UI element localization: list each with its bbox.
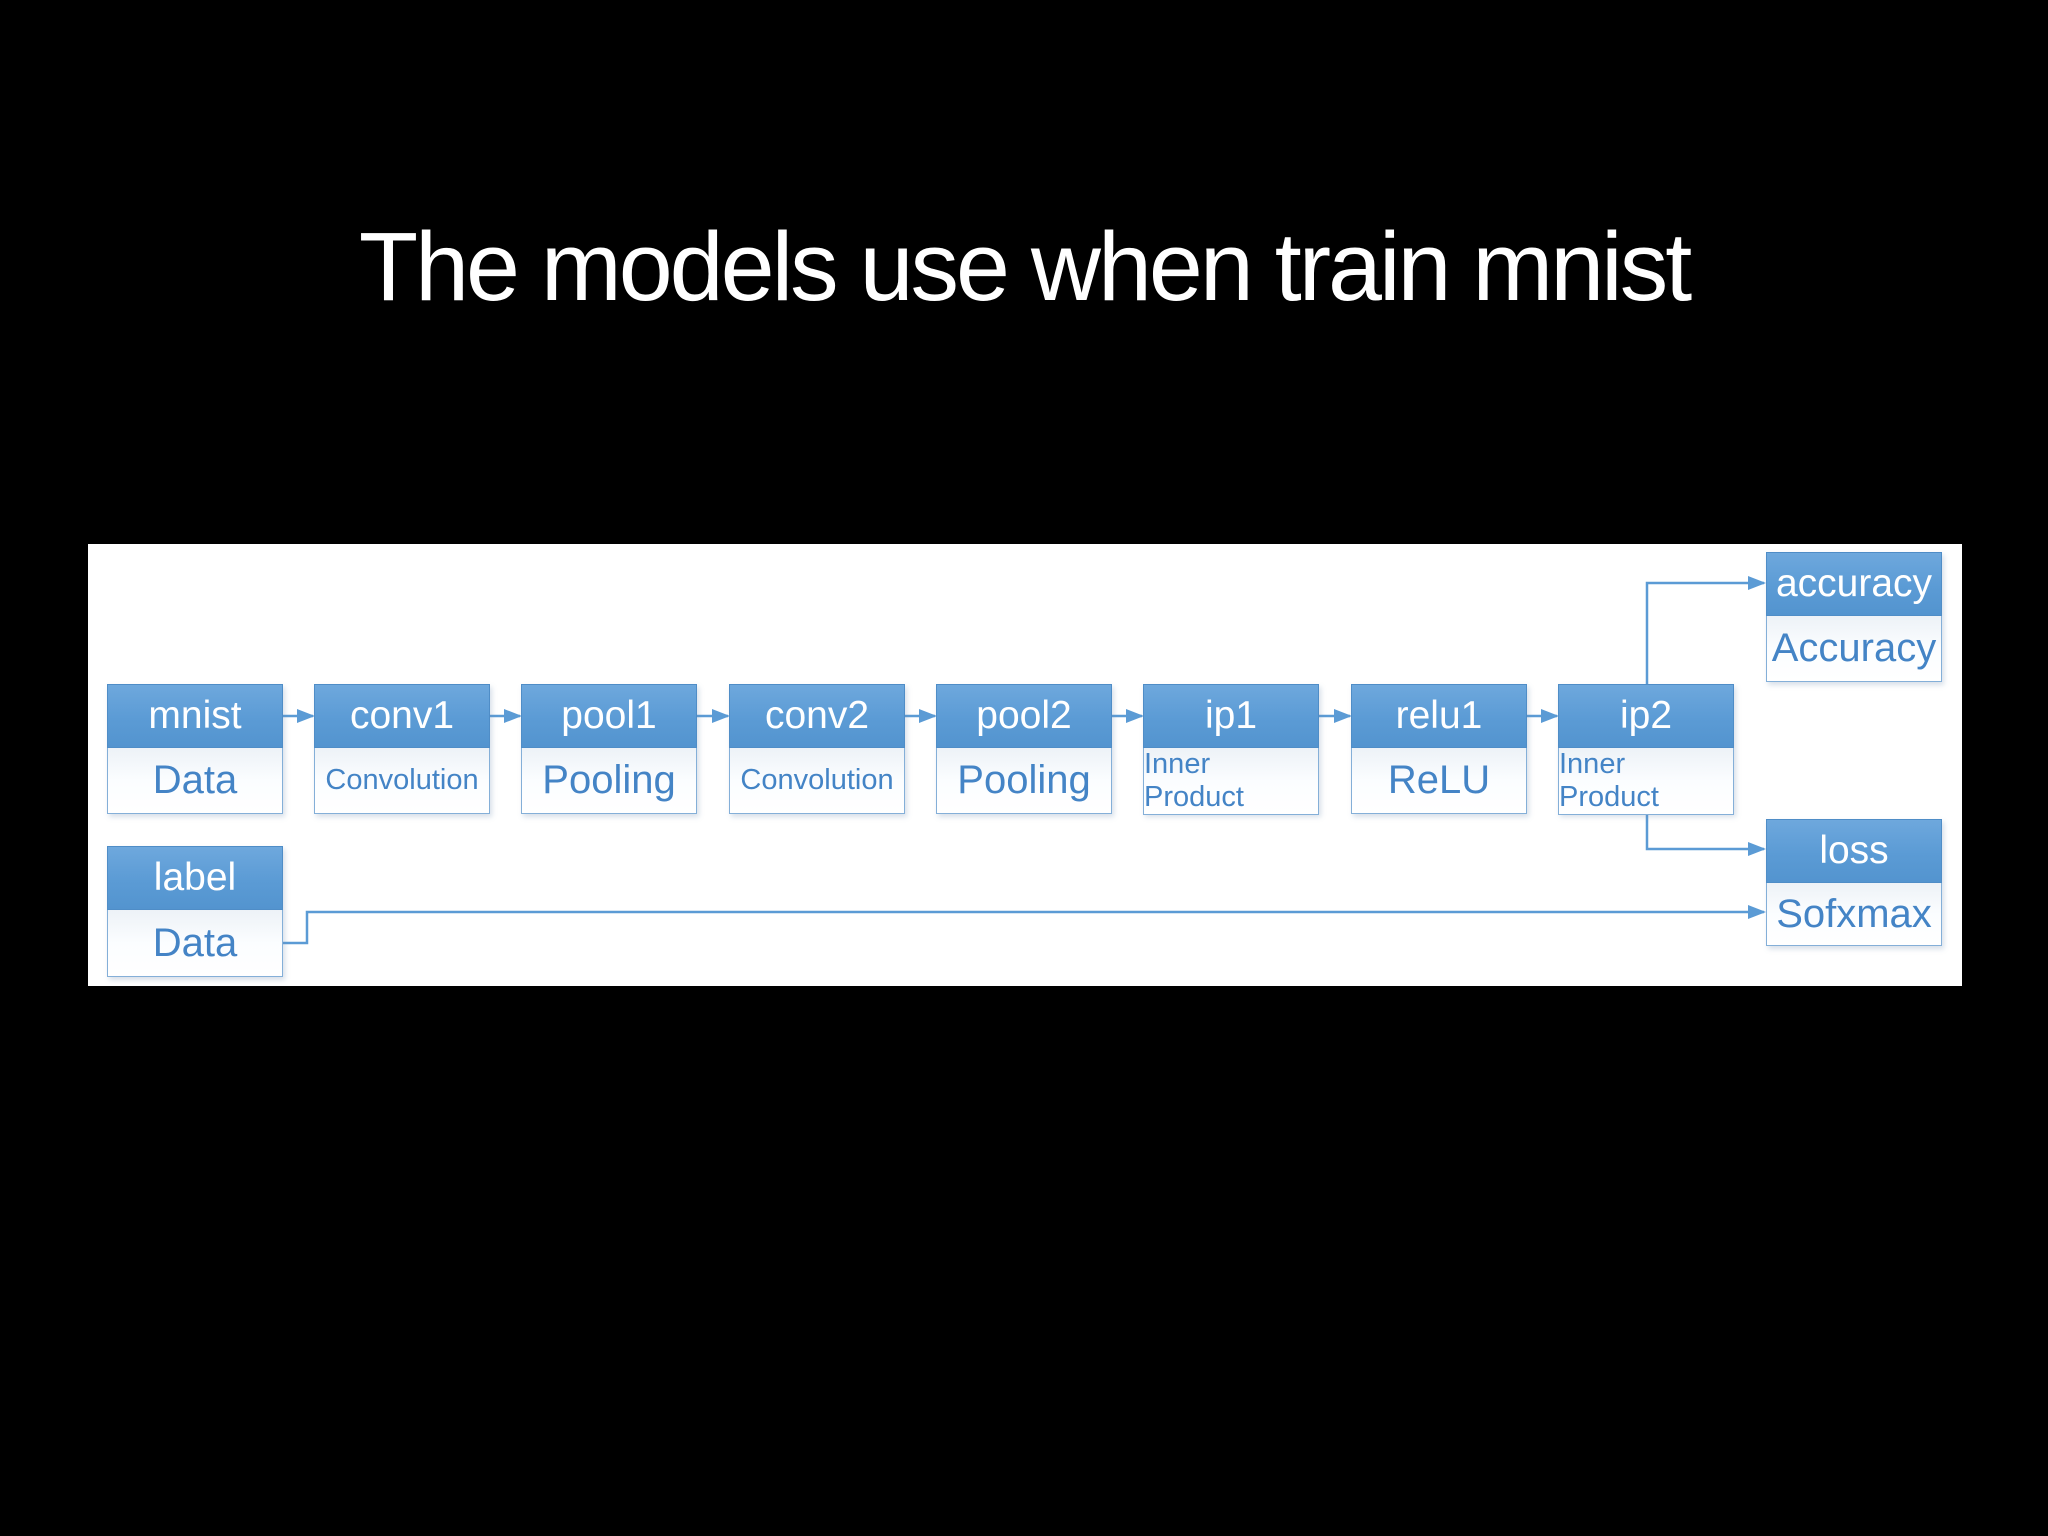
slide-title: The models use when train mnist <box>358 211 1692 321</box>
node-pool2-name: pool2 <box>936 684 1112 748</box>
node-relu1-type: ReLU <box>1351 748 1527 814</box>
node-ip2-name: ip2 <box>1558 684 1734 748</box>
node-label-name: label <box>107 846 283 910</box>
connector-lines <box>282 576 1766 945</box>
edge-ip2-accuracy <box>1645 576 1766 684</box>
node-conv2-type: Convolution <box>729 748 905 814</box>
node-pool2-type: Pooling <box>936 748 1112 814</box>
node-conv2: conv2 Convolution <box>729 684 905 814</box>
node-ip1-type: Inner Product <box>1143 748 1319 815</box>
node-conv2-name: conv2 <box>729 684 905 748</box>
node-pool1-type: Pooling <box>521 748 697 814</box>
edge-ip2-loss <box>1645 814 1766 856</box>
node-ip1-name: ip1 <box>1143 684 1319 748</box>
node-conv1-type: Convolution <box>314 748 490 814</box>
node-label: label Data <box>107 846 283 977</box>
node-ip2: ip2 Inner Product <box>1558 684 1734 815</box>
node-loss-type: Sofxmax <box>1766 883 1942 946</box>
node-accuracy-name: accuracy <box>1766 552 1942 616</box>
node-conv1: conv1 Convolution <box>314 684 490 814</box>
node-label-type: Data <box>107 910 283 977</box>
node-conv1-name: conv1 <box>314 684 490 748</box>
node-ip1: ip1 Inner Product <box>1143 684 1319 815</box>
diagram-panel: mnist Data conv1 Convolution pool1 Pooli… <box>88 544 1962 986</box>
node-pool1-name: pool1 <box>521 684 697 748</box>
edge-label-loss <box>282 905 1766 945</box>
node-pool1: pool1 Pooling <box>521 684 697 814</box>
node-loss-name: loss <box>1766 819 1942 883</box>
node-loss: loss Sofxmax <box>1766 819 1942 946</box>
node-mnist-name: mnist <box>107 684 283 748</box>
node-accuracy-type: Accuracy <box>1766 616 1942 682</box>
node-mnist: mnist Data <box>107 684 283 814</box>
node-relu1-name: relu1 <box>1351 684 1527 748</box>
node-mnist-type: Data <box>107 748 283 814</box>
node-ip2-type: Inner Product <box>1558 748 1734 815</box>
node-pool2: pool2 Pooling <box>936 684 1112 814</box>
node-relu1: relu1 ReLU <box>1351 684 1527 814</box>
node-accuracy: accuracy Accuracy <box>1766 552 1942 682</box>
